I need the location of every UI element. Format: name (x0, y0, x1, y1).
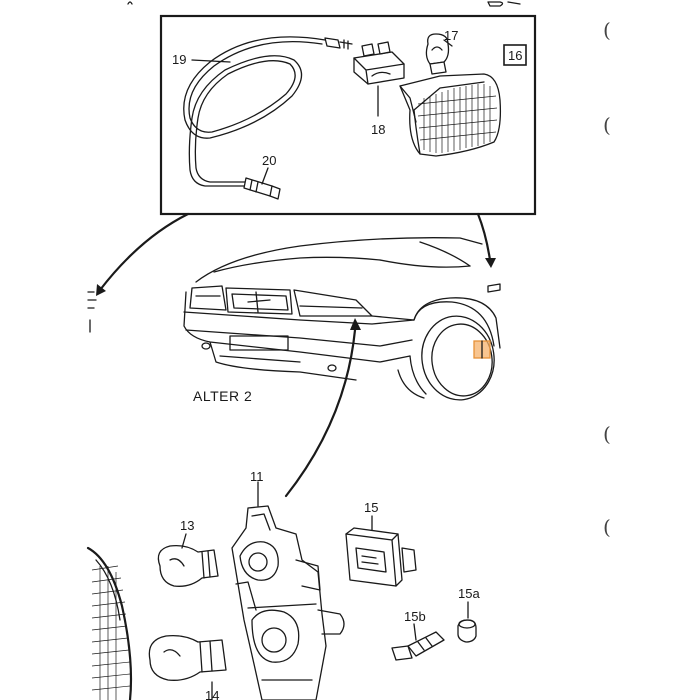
seal-15a: 15a (457, 586, 480, 643)
margin-mark: ( (603, 515, 611, 539)
left-fragment (87, 291, 97, 333)
wire-harness-19: 19 (172, 36, 353, 187)
license-plate-recess (229, 335, 289, 351)
lower-assembly: 13 14 11 (86, 469, 480, 700)
inset-box: 16 19 20 18 (159, 14, 537, 216)
callout-20: 20 (262, 153, 276, 168)
callout-16-box (503, 44, 527, 66)
callout-19: 19 (172, 52, 186, 67)
callout-15: 15 (364, 500, 378, 515)
callout-18: 18 (371, 122, 385, 137)
side-marker-lens (399, 73, 502, 157)
callout-14: 14 (205, 688, 219, 700)
callout-15b: 15b (404, 609, 426, 624)
bulb-14: 14 (148, 634, 227, 700)
callout-11: 11 (250, 469, 264, 484)
socket-18: 18 (353, 41, 405, 137)
callout-15a: 15a (458, 586, 480, 601)
housing-11: 11 (231, 469, 345, 700)
inset-frame (159, 14, 537, 216)
top-fragments (127, 1, 521, 7)
margin-mark: ( (603, 422, 611, 446)
connector-20: 20 (243, 153, 281, 200)
bulb-13: 13 (157, 518, 219, 587)
margin-mark: ( (603, 113, 611, 137)
callout-17: 17 (444, 28, 458, 43)
socket-15: 15 (345, 500, 417, 587)
bulb-17: 17 (425, 28, 458, 75)
variant-caption: ALTER 2 (193, 388, 252, 404)
margin-marks: ( ( ( ( (603, 18, 611, 539)
callout-16: 16 (508, 48, 522, 63)
margin-mark: ( (603, 18, 611, 42)
callout-13: 13 (180, 518, 194, 533)
car-illustration (183, 237, 501, 401)
terminal-15b: 15b (391, 609, 445, 661)
leader-arrows (96, 212, 496, 498)
